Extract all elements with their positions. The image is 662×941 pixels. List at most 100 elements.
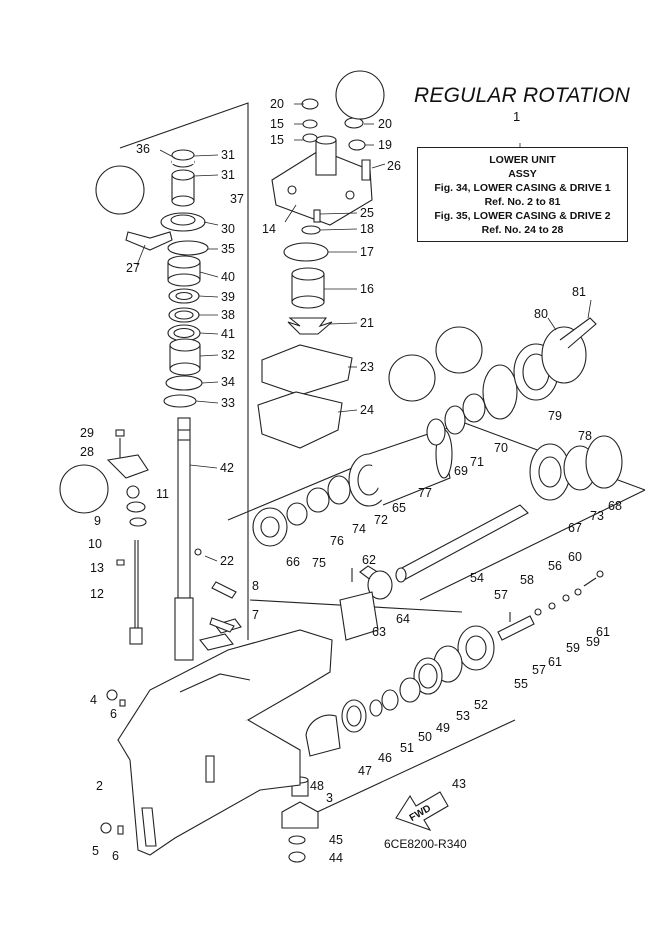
part-callout-3: 3 — [326, 791, 333, 805]
part-callout-44: 44 — [329, 851, 343, 865]
part-callout-70: 70 — [494, 441, 508, 455]
info-box-line: Fig. 35, LOWER CASING & DRIVE 2 — [434, 210, 611, 222]
part-callout-45: 45 — [329, 833, 343, 847]
pump-small-parts — [283, 98, 371, 262]
part-callout-49: 49 — [436, 721, 450, 735]
part-callout-76: 76 — [330, 534, 344, 548]
part-callout-68: 68 — [608, 499, 622, 513]
reverse-gear-set — [281, 625, 495, 863]
info-box-line: Ref. No. 2 to 81 — [484, 196, 561, 208]
part-callout-15: 15 — [270, 117, 284, 131]
part-callout-47: 47 — [358, 764, 372, 778]
part-callout-35: 35 — [221, 242, 235, 256]
part-callout-79: 79 — [548, 409, 562, 423]
part-callout-14: 14 — [262, 222, 276, 236]
part-callout-71: 71 — [470, 455, 484, 469]
part-callout-51: 51 — [400, 741, 414, 755]
info-box-line: LOWER UNIT — [489, 154, 556, 166]
part-callout-20: 20 — [270, 97, 284, 111]
info-box-ref-number: 1 — [513, 109, 521, 124]
part-callout-62: 62 — [362, 553, 376, 567]
part-callout-37: 37 — [230, 192, 244, 206]
propeller-shaft — [339, 504, 529, 641]
part-callout-46: 46 — [378, 751, 392, 765]
part-callout-54: 54 — [470, 571, 484, 585]
part-callout-24: 24 — [360, 403, 374, 417]
part-callout-81: 81 — [572, 285, 586, 299]
part-callout-31: 31 — [221, 148, 235, 162]
bearing-housing — [252, 429, 453, 547]
part-callout-18: 18 — [360, 222, 374, 236]
part-callout-26: 26 — [387, 159, 401, 173]
part-callout-29: 29 — [80, 426, 94, 440]
casing-bolts — [100, 548, 237, 835]
part-callout-2: 2 — [96, 779, 103, 793]
part-callout-72: 72 — [374, 513, 388, 527]
info-box: LOWER UNIT ASSY Fig. 34, LOWER CASING & … — [417, 147, 628, 242]
part-callout-6: 6 — [112, 849, 119, 863]
part-callout-57: 57 — [532, 663, 546, 677]
part-callout-65: 65 — [392, 501, 406, 515]
upper-bearing-stack — [160, 149, 209, 408]
part-callout-6: 6 — [110, 707, 117, 721]
part-callout-63: 63 — [372, 625, 386, 639]
shift-cam-parts — [497, 570, 604, 641]
part-callout-10: 10 — [88, 537, 102, 551]
part-callout-34: 34 — [221, 375, 235, 389]
part-callout-16: 16 — [360, 282, 374, 296]
part-callout-77: 77 — [418, 486, 432, 500]
part-callout-20: 20 — [378, 117, 392, 131]
part-callout-59: 59 — [586, 635, 600, 649]
gasket-24 — [257, 391, 343, 449]
part-callout-74: 74 — [352, 522, 366, 536]
part-callout-28: 28 — [80, 445, 94, 459]
info-box-line: Ref. No. 24 to 28 — [481, 224, 564, 236]
part-callout-64: 64 — [396, 612, 410, 626]
part-callout-22: 22 — [220, 554, 234, 568]
lower-casing — [117, 618, 333, 856]
part-callout-9: 9 — [94, 514, 101, 528]
part-callout-40: 40 — [221, 270, 235, 284]
part-callout-53: 53 — [456, 709, 470, 723]
part-callout-61: 61 — [548, 655, 562, 669]
fwd-arrow — [395, 791, 449, 832]
part-callout-7: 7 — [252, 608, 259, 622]
part-callout-13: 13 — [90, 561, 104, 575]
part-callout-36: 36 — [136, 142, 150, 156]
part-callout-31: 31 — [221, 168, 235, 182]
part-callout-80: 80 — [534, 307, 548, 321]
part-callout-55: 55 — [514, 677, 528, 691]
part-callout-38: 38 — [221, 308, 235, 322]
detail-inset — [59, 70, 483, 514]
part-callout-30: 30 — [221, 222, 235, 236]
part-callout-75: 75 — [312, 556, 326, 570]
part-callout-19: 19 — [378, 138, 392, 152]
part-callout-61: 61 — [596, 625, 610, 639]
guide-line — [299, 719, 516, 821]
forward-gear — [529, 435, 623, 501]
part-callout-17: 17 — [360, 245, 374, 259]
part-callout-5: 5 — [92, 844, 99, 858]
part-callout-56: 56 — [548, 559, 562, 573]
plate-23 — [261, 344, 353, 396]
part-callout-25: 25 — [360, 206, 374, 220]
part-callout-58: 58 — [520, 573, 534, 587]
part-callout-4: 4 — [90, 693, 97, 707]
diagram-title: REGULAR ROTATION — [414, 84, 630, 107]
leader-lines — [136, 103, 592, 562]
part-callout-78: 78 — [578, 429, 592, 443]
part-callout-60: 60 — [568, 550, 582, 564]
part-callout-42: 42 — [220, 461, 234, 475]
guide-line — [119, 102, 249, 640]
info-box-line: Fig. 34, LOWER CASING & DRIVE 1 — [434, 182, 611, 194]
part-callout-15: 15 — [270, 133, 284, 147]
part-callout-66: 66 — [286, 555, 300, 569]
part-callout-23: 23 — [360, 360, 374, 374]
part-callout-73: 73 — [590, 509, 604, 523]
part-callout-43: 43 — [452, 777, 466, 791]
part-callout-39: 39 — [221, 290, 235, 304]
drawing-code: 6CE8200-R340 — [384, 837, 467, 851]
